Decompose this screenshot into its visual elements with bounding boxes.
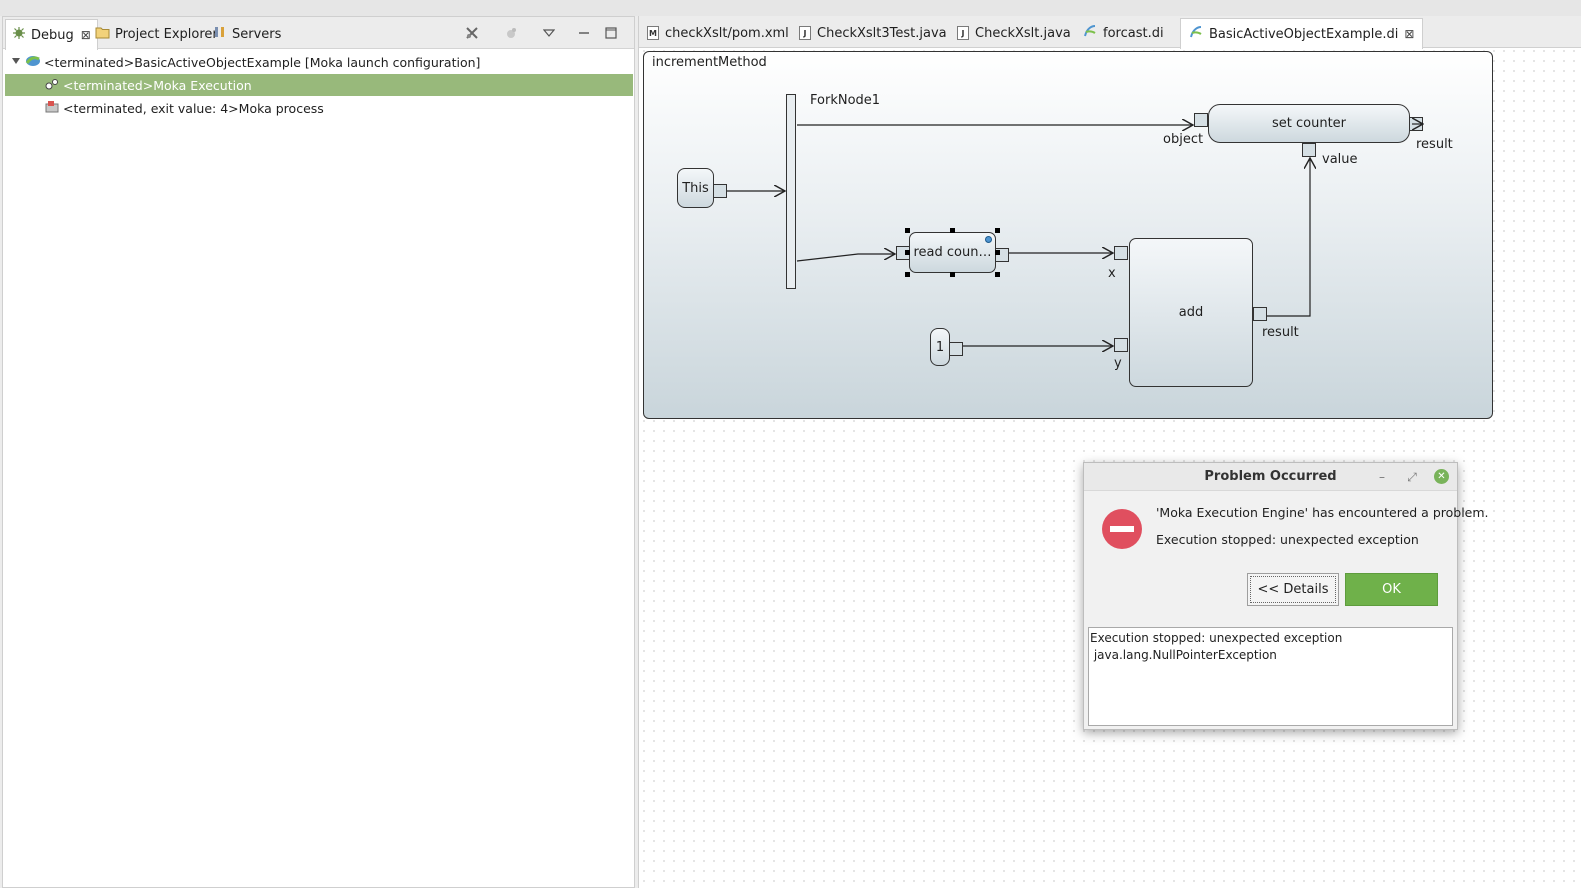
- tree-item-launch[interactable]: <terminated>BasicActiveObjectExample [Mo…: [5, 51, 633, 73]
- java-file-icon: J: [957, 26, 969, 40]
- close-icon[interactable]: ⊠: [1404, 27, 1415, 41]
- papyrus-diagram-icon: [1189, 25, 1203, 43]
- maximize-icon[interactable]: [600, 23, 622, 43]
- minimize-icon[interactable]: [573, 23, 595, 43]
- left-tab-bar: Debug ⊠ Project Explorer Servers: [3, 17, 634, 50]
- chevron-down-icon[interactable]: [11, 57, 21, 68]
- literal-output-pin[interactable]: [949, 342, 963, 356]
- set-object-pin[interactable]: [1194, 113, 1208, 127]
- tab-label: CheckXslt.java: [975, 25, 1071, 41]
- this-node-label: This: [682, 180, 709, 196]
- read-input-pin[interactable]: [896, 246, 910, 260]
- tab-project-explorer[interactable]: Project Explorer: [89, 19, 224, 49]
- set-value-pin[interactable]: [1302, 143, 1316, 157]
- tab-servers-label: Servers: [232, 26, 282, 42]
- tab-label: CheckXslt3Test.java: [817, 25, 947, 41]
- tree-item-label: <terminated, exit value: 4>Moka process: [63, 100, 324, 116]
- maven-file-icon: M: [647, 26, 659, 40]
- thread-icon: [45, 78, 59, 93]
- debug-view: Debug ⊠ Project Explorer Servers: [2, 16, 635, 888]
- dialog-reason: Execution stopped: unexpected exception: [1156, 532, 1419, 547]
- tab-debug-label: Debug: [31, 27, 74, 43]
- read-counter-node[interactable]: read coun…: [909, 232, 996, 273]
- add-result-pin[interactable]: [1253, 307, 1267, 321]
- add-y-pin[interactable]: [1114, 338, 1128, 352]
- tab-label: BasicActiveObjectExample.di: [1209, 26, 1399, 42]
- papyrus-diagram-icon: [1083, 24, 1097, 42]
- folder-icon: [95, 26, 110, 43]
- tab-basicactiveobjectexample-di[interactable]: BasicActiveObjectExample.di ⊠: [1180, 18, 1424, 49]
- set-result-pin[interactable]: [1409, 117, 1423, 131]
- add-node[interactable]: add: [1129, 238, 1253, 387]
- remove-all-terminated-icon[interactable]: [461, 23, 483, 43]
- read-counter-label: read coun…: [913, 245, 992, 260]
- editor-tab-bar: M checkXslt/pom.xml J CheckXslt3Test.jav…: [639, 16, 1581, 49]
- pin-label-x: x: [1108, 266, 1116, 281]
- dialog-close-icon[interactable]: ✕: [1434, 469, 1449, 484]
- tab-checkxslt[interactable]: J CheckXslt.java: [949, 18, 1079, 48]
- java-file-icon: J: [799, 26, 811, 40]
- fork-node[interactable]: [786, 94, 796, 289]
- pin-label-set-result: result: [1416, 137, 1453, 152]
- servers-icon: [213, 25, 227, 43]
- tab-forcast-di[interactable]: forcast.di: [1075, 18, 1172, 48]
- tab-label: forcast.di: [1103, 25, 1164, 41]
- dialog-maximize-icon[interactable]: ⤢: [1407, 469, 1417, 484]
- ok-button[interactable]: OK: [1345, 573, 1438, 606]
- this-output-pin[interactable]: [713, 184, 727, 198]
- read-output-pin[interactable]: [995, 248, 1009, 262]
- tree-item-label: <terminated>Moka Execution: [63, 77, 252, 93]
- pin-label-value: value: [1322, 152, 1358, 167]
- tab-pom-xml[interactable]: M checkXslt/pom.xml: [639, 18, 797, 48]
- set-counter-label: set counter: [1271, 116, 1347, 131]
- debug-icon: [12, 26, 26, 44]
- dialog-minimize-icon[interactable]: –: [1379, 470, 1385, 484]
- process-icon: [45, 100, 59, 116]
- pin-label-object: object: [1163, 132, 1204, 147]
- details-button[interactable]: << Details: [1247, 573, 1339, 606]
- tab-servers[interactable]: Servers: [207, 19, 287, 49]
- error-icon: [1102, 509, 1142, 549]
- tab-label: checkXslt/pom.xml: [665, 25, 789, 41]
- tree-item-label: <terminated>BasicActiveObjectExample [Mo…: [44, 54, 481, 70]
- add-x-pin[interactable]: [1114, 246, 1128, 260]
- launch-config-icon: [25, 54, 41, 71]
- activity-title: incrementMethod: [652, 55, 767, 70]
- details-text-area[interactable]: Execution stopped: unexpected exception …: [1088, 627, 1453, 726]
- fork-node-label: ForkNode1: [810, 93, 881, 108]
- tab-project-explorer-label: Project Explorer: [115, 26, 218, 42]
- dialog-message: 'Moka Execution Engine' has encountered …: [1156, 505, 1489, 520]
- view-menu-icon[interactable]: [538, 23, 560, 43]
- tab-debug[interactable]: Debug ⊠: [5, 19, 98, 50]
- tab-checkxslt3test[interactable]: J CheckXslt3Test.java: [791, 18, 955, 48]
- close-icon[interactable]: ⊠: [80, 28, 91, 42]
- this-node[interactable]: This: [677, 168, 714, 208]
- literal-one-label: 1: [935, 339, 945, 355]
- disconnect-icon[interactable]: [500, 23, 522, 43]
- literal-one-node[interactable]: 1: [930, 328, 950, 366]
- set-counter-node[interactable]: set counter: [1208, 104, 1410, 143]
- add-node-label: add: [1178, 305, 1204, 320]
- pin-label-add-result: result: [1262, 325, 1299, 340]
- pin-label-y: y: [1114, 356, 1122, 371]
- tree-item-execution[interactable]: <terminated>Moka Execution: [5, 74, 633, 96]
- problem-dialog: Problem Occurred – ⤢ ✕ 'Moka Execution E…: [1083, 462, 1489, 730]
- dialog-title: Problem Occurred: [1084, 463, 1457, 491]
- window-top-strip: [0, 0, 1581, 16]
- tree-item-process[interactable]: <terminated, exit value: 4>Moka process: [5, 97, 633, 119]
